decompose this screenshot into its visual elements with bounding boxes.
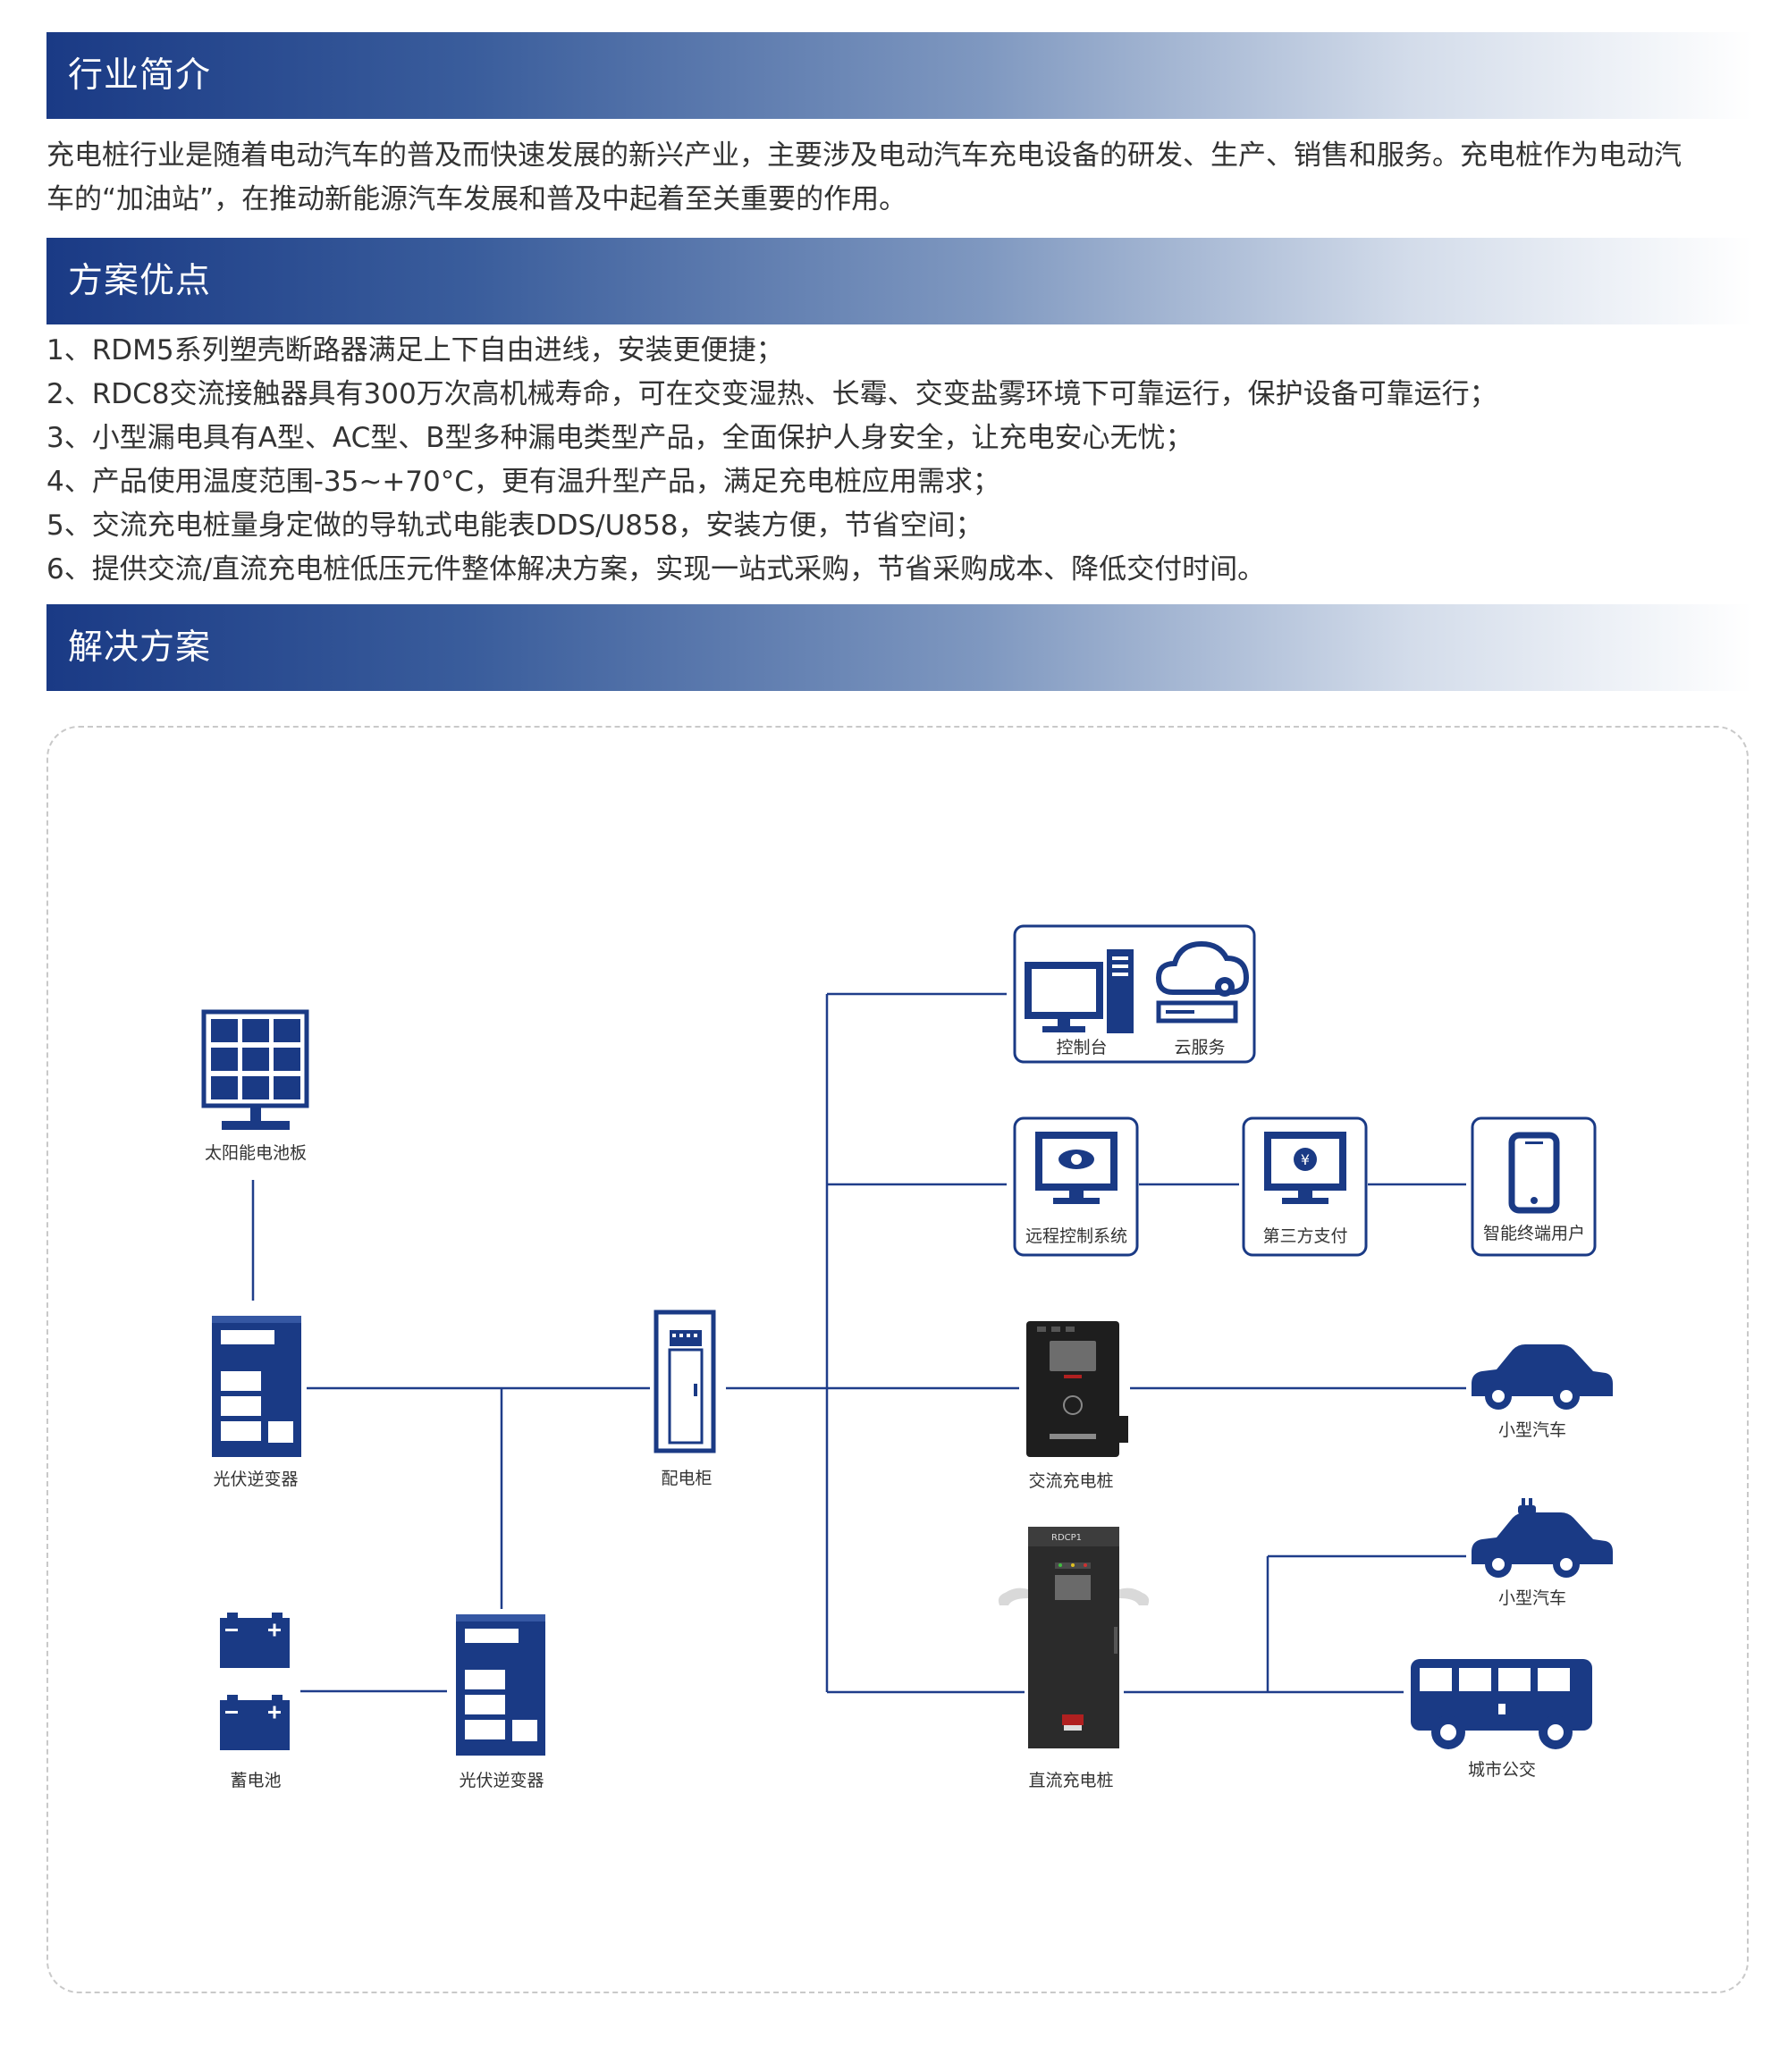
advantage-item: 6、提供交流/直流充电桩低压元件整体解决方案，实现一站式采购，节省采购成本、降低… bbox=[46, 553, 1266, 585]
label-small-car-2: 小型汽车 bbox=[1498, 1588, 1566, 1608]
label-console: 控制台 bbox=[1056, 1038, 1107, 1057]
section-header-advantages: 方案优点 bbox=[46, 238, 1752, 324]
advantage-item: 5、交流充电桩量身定做的导轨式电能表DDS/U858，安装方便，节省空间； bbox=[46, 510, 983, 542]
pv-inverter-bottom-icon bbox=[456, 1614, 545, 1756]
eye-monitor-icon bbox=[1035, 1132, 1118, 1204]
intro-paragraph: 充电桩行业是随着电动汽车的普及而快速发展的新兴产业，主要涉及电动汽车充电设备的研… bbox=[46, 134, 1745, 222]
battery-icon bbox=[220, 1613, 290, 1750]
bus-icon bbox=[1411, 1659, 1592, 1749]
label-pv-inverter-top: 光伏逆变器 bbox=[213, 1470, 298, 1489]
electric-car-icon bbox=[1472, 1498, 1613, 1578]
section-title-solution: 解决方案 bbox=[68, 627, 212, 668]
label-battery: 蓄电池 bbox=[230, 1771, 281, 1790]
advantage-item: 3、小型漏电具有A型、AC型、B型多种漏电类型产品，全面保护人身安全，让充电安心… bbox=[46, 422, 1193, 454]
cloud-server-icon bbox=[1155, 940, 1250, 1023]
section-title-advantages: 方案优点 bbox=[68, 261, 212, 301]
payment-monitor-icon: ¥ bbox=[1264, 1132, 1346, 1204]
distribution-cabinet-icon bbox=[654, 1310, 716, 1453]
section-header-intro: 行业简介 bbox=[46, 32, 1752, 119]
pv-inverter-icon bbox=[212, 1316, 301, 1457]
solution-diagram-frame bbox=[46, 726, 1749, 1993]
label-distribution-cabinet: 配电柜 bbox=[661, 1469, 712, 1488]
solar-panel-icon bbox=[201, 1009, 309, 1130]
label-solar-panel: 太阳能电池板 bbox=[205, 1143, 307, 1163]
advantage-item: 1、RDM5系列塑壳断路器满足上下自由进线，安装更便捷； bbox=[46, 334, 784, 366]
section-header-solution: 解决方案 bbox=[46, 604, 1752, 691]
label-remote-control: 远程控制系统 bbox=[1025, 1226, 1127, 1246]
intro-line-1: 充电桩行业是随着电动汽车的普及而快速发展的新兴产业，主要涉及电动汽车充电设备的研… bbox=[46, 139, 1682, 172]
label-dc-charger: 直流充电桩 bbox=[1028, 1771, 1113, 1790]
label-pv-inverter-bottom: 光伏逆变器 bbox=[459, 1771, 544, 1790]
advantages-list: 1、RDM5系列塑壳断路器满足上下自由进线，安装更便捷； 2、RDC8交流接触器… bbox=[46, 329, 1745, 592]
label-cloud-service: 云服务 bbox=[1174, 1038, 1225, 1057]
label-small-car-1: 小型汽车 bbox=[1498, 1420, 1566, 1440]
svg-text:¥: ¥ bbox=[1301, 1151, 1310, 1168]
ac-charger-icon bbox=[1026, 1321, 1128, 1457]
label-city-bus: 城市公交 bbox=[1468, 1760, 1536, 1780]
label-third-party-payment: 第三方支付 bbox=[1262, 1226, 1347, 1246]
dc-charger-icon: RDCP1 bbox=[998, 1527, 1150, 1748]
label-smart-terminal: 智能终端用户 bbox=[1483, 1224, 1585, 1243]
intro-line-2: 车的“加油站”，在推动新能源汽车发展和普及中起着至关重要的作用。 bbox=[46, 183, 907, 215]
connection-lines bbox=[251, 992, 1466, 1694]
label-ac-charger: 交流充电桩 bbox=[1028, 1471, 1113, 1491]
smartphone-icon bbox=[1508, 1132, 1560, 1214]
advantage-item: 4、产品使用温度范围-35~+70°C，更有温升型产品，满足充电桩应用需求； bbox=[46, 466, 1000, 498]
car-icon bbox=[1472, 1344, 1613, 1410]
dc-brand-text: RDCP1 bbox=[1051, 1533, 1082, 1543]
advantage-item: 2、RDC8交流接触器具有300万次高机械寿命，可在交变湿热、长霉、交变盐雾环境… bbox=[46, 378, 1497, 410]
desktop-computer-icon bbox=[1025, 949, 1134, 1033]
section-title-intro: 行业简介 bbox=[68, 55, 212, 96]
